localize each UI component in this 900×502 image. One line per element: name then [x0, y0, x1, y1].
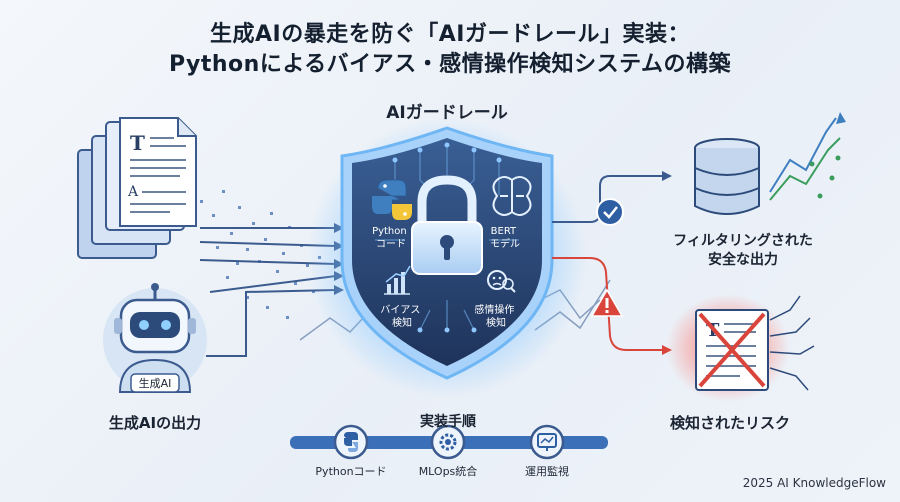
- step-monitor-icon: [537, 433, 557, 451]
- step-label-mlops: MLOps統合: [418, 465, 478, 478]
- steps-title: 実装手順: [420, 414, 476, 430]
- growth-chart-icon: [769, 112, 846, 201]
- documents-icon: T A: [77, 117, 197, 259]
- safe-output-label: フィルタリングされた 安全な出力: [668, 232, 818, 270]
- risk-output-label: 検知されたリスク: [669, 414, 790, 432]
- checkmark-icon: [596, 198, 624, 226]
- page-title-line2: Pythonによるバイアス・感情操作検知システムの構築: [168, 52, 731, 77]
- input-label: 生成AIの出力: [108, 414, 202, 432]
- guardrail-title: AIガードレール: [386, 103, 508, 123]
- svg-text:T: T: [130, 131, 145, 155]
- data-stream-particles: [200, 190, 321, 319]
- robot-badge-label: 生成AI: [138, 377, 172, 390]
- safe-output-line1: フィルタリングされた: [673, 233, 813, 249]
- step-python-icon: [344, 432, 358, 452]
- emotion-face-icon: [487, 270, 516, 293]
- database-icon: [694, 138, 760, 215]
- bias-detection-label: バイアス 検知: [380, 304, 423, 329]
- robot-icon: [103, 283, 207, 393]
- rejected-document-icon: T: [695, 295, 815, 391]
- python-logo-icon: [372, 179, 412, 220]
- step-gear-icon: [439, 433, 457, 451]
- safe-arrowhead: [662, 171, 672, 181]
- python-label: Python コード: [372, 226, 410, 250]
- safe-output-line2: 安全な出力: [708, 252, 778, 268]
- emotion-detection-label: 感情操作 検知: [474, 303, 517, 329]
- bias-chart-icon: [384, 265, 411, 295]
- svg-text:A: A: [127, 184, 139, 200]
- warning-icon: [590, 288, 624, 317]
- step-label-python: Pythonコード: [315, 465, 387, 478]
- brain-icon: [492, 176, 532, 216]
- footer-credit: 2025 AI KnowledgeFlow: [742, 476, 886, 490]
- step-label-monitoring: 運用監視: [525, 465, 569, 478]
- bert-label: BERT モデル: [490, 226, 520, 250]
- padlock-icon: [411, 175, 483, 275]
- page-title-line1: 生成AIの暴走を防ぐ「AIガードレール」実装：: [210, 22, 690, 47]
- safe-output-arrow: [552, 175, 662, 223]
